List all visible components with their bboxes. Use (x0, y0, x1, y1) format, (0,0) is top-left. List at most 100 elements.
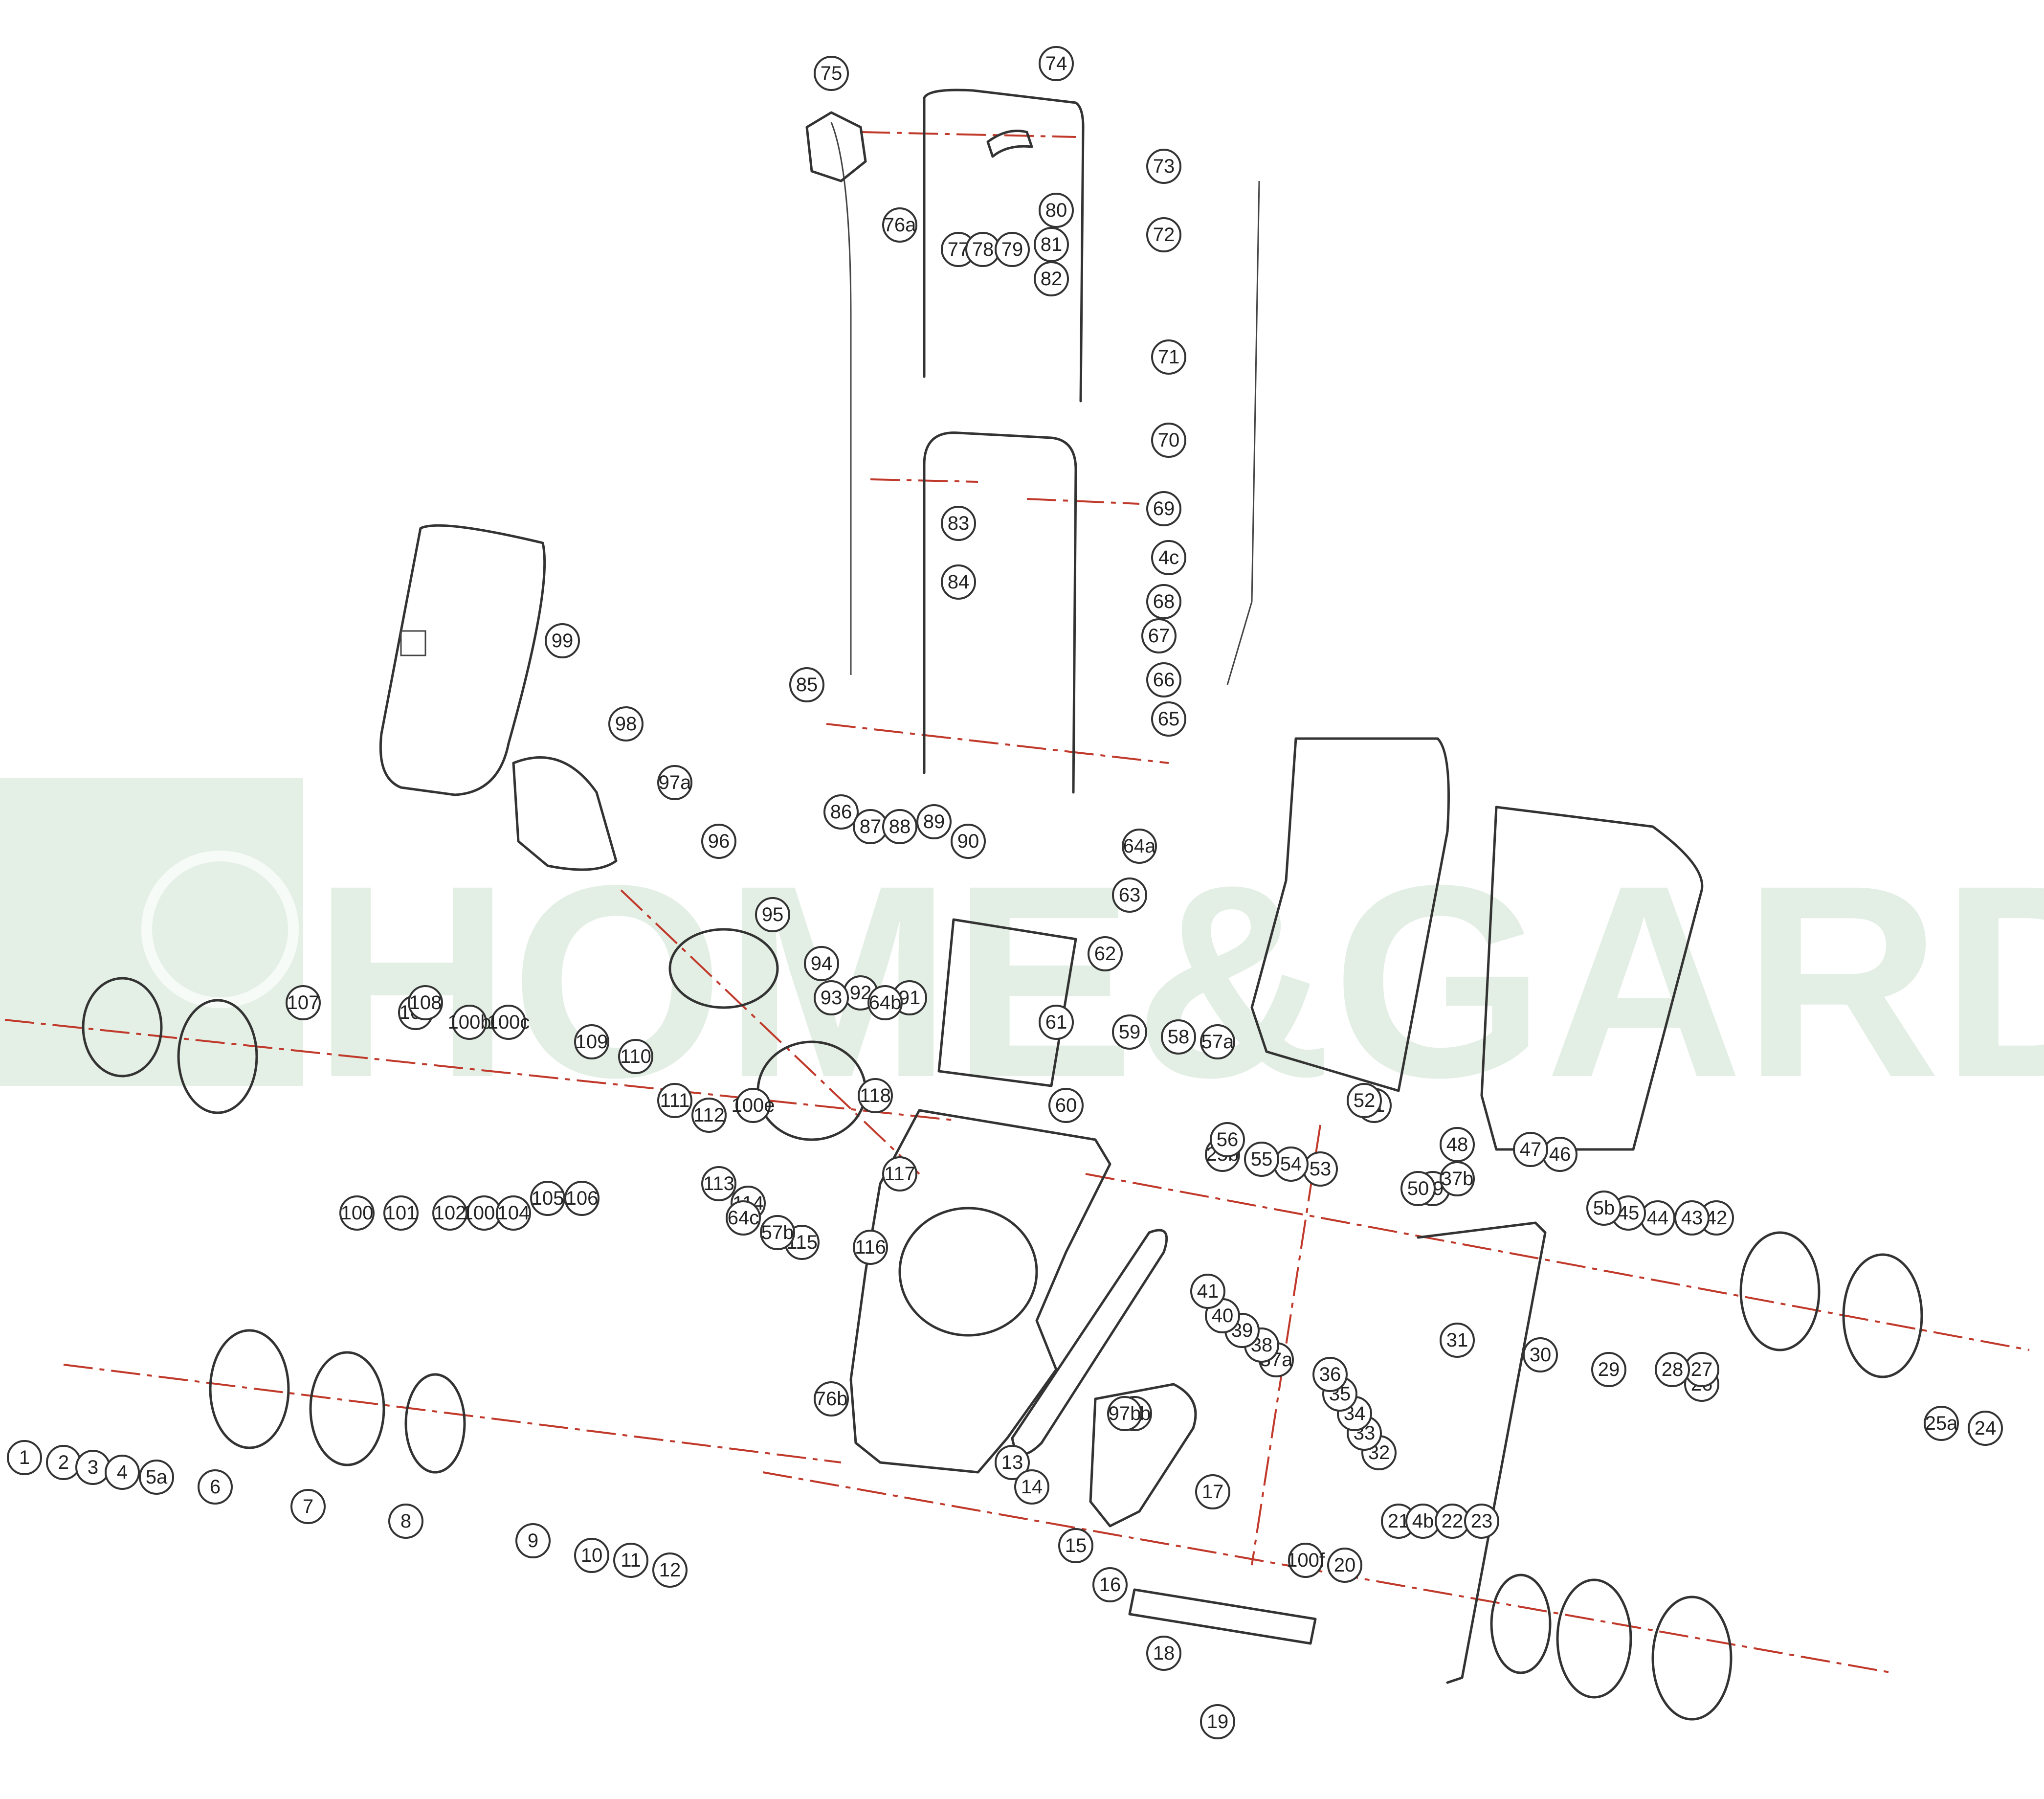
callout-circle (1312, 1357, 1348, 1392)
callout-106: 106 (564, 1181, 600, 1216)
callout-79: 79 (995, 232, 1030, 267)
callout-circle (789, 667, 824, 702)
callout-16: 16 (1092, 1567, 1128, 1602)
callout-circle (882, 1156, 917, 1192)
callout-circle (290, 1489, 326, 1524)
callout-7: 7 (290, 1489, 326, 1524)
callout-label: 89 (923, 811, 945, 832)
callout-85: 85 (789, 667, 824, 702)
callout-47: 47 (1513, 1132, 1548, 1167)
callout-52: 52 (1347, 1083, 1382, 1118)
callout-circle (995, 1445, 1030, 1480)
callout-62: 62 (1088, 936, 1123, 971)
callout-100c: 100c (488, 1005, 530, 1040)
callout-circle (1347, 1083, 1382, 1118)
callout-20: 20 (1327, 1548, 1362, 1583)
deck-body (849, 1109, 1111, 1474)
callout-label: 111 (660, 1090, 690, 1111)
callout-label: 30 (1530, 1344, 1552, 1366)
callout-label: 71 (1158, 346, 1180, 368)
callout-65: 65 (1151, 701, 1186, 737)
callout-circle (574, 1538, 609, 1573)
callout-57b: 57b (760, 1215, 795, 1250)
callout-circle (1190, 1274, 1225, 1309)
callout-95: 95 (755, 897, 790, 932)
callout-circle (1146, 1636, 1181, 1671)
callout-label: 44 (1647, 1207, 1669, 1229)
watermark-text: HOME&GARDEN (313, 828, 2044, 1134)
callout-circle (1146, 491, 1181, 526)
callout-label: 2 (58, 1452, 69, 1473)
axis-motor (620, 889, 920, 1175)
callout-76a: 76a (882, 207, 917, 243)
callout-circle (1440, 1161, 1475, 1196)
callout-label: 64c (728, 1207, 759, 1229)
wheel-tire-front-left-outer (82, 977, 163, 1078)
callout-label: 104 (497, 1202, 530, 1224)
callout-circle (1655, 1352, 1690, 1387)
callout-74: 74 (1039, 46, 1074, 81)
callout-circle (1146, 149, 1181, 184)
callout-67: 67 (1141, 618, 1177, 653)
callout-46: 46 (1542, 1137, 1577, 1172)
callout-99: 99 (545, 623, 580, 658)
callout-69: 69 (1146, 491, 1181, 526)
callout-circle (726, 1200, 761, 1236)
callout-circle (1591, 1352, 1626, 1387)
callout-circle (1200, 1024, 1235, 1059)
callout-44: 44 (1640, 1200, 1675, 1236)
callout-label: 83 (948, 513, 970, 534)
callout-label: 20 (1334, 1554, 1356, 1576)
callout-label: 5b (1593, 1197, 1615, 1219)
callout-circle (804, 946, 839, 981)
callout-4: 4 (105, 1455, 140, 1490)
callout-label: 36 (1319, 1364, 1341, 1385)
callout-96: 96 (701, 824, 736, 859)
callout-label: 55 (1251, 1148, 1273, 1170)
callout-100: 100 (339, 1195, 375, 1231)
callout-label: 1 (19, 1447, 30, 1468)
wheel-tire-front-right (1842, 1253, 1923, 1378)
callout-circle (105, 1455, 140, 1490)
rear-flap (937, 918, 1077, 1087)
grass-bag-right (1480, 806, 1704, 1151)
belt-cover (1089, 1383, 1197, 1528)
callout-label: 100e (732, 1095, 775, 1116)
callout-42: 42 (1699, 1200, 1734, 1236)
callout-label: 96 (708, 831, 730, 852)
callout-13: 13 (995, 1445, 1030, 1480)
callout-label: 102 (434, 1202, 467, 1224)
callout-circle (823, 794, 859, 830)
callout-label: 79 (1001, 239, 1023, 260)
callout-circle (853, 1230, 888, 1265)
callout-58: 58 (1161, 1019, 1196, 1055)
callout-label: 75 (821, 63, 843, 84)
callout-circle (388, 1504, 423, 1539)
callout-circle (1924, 1406, 1959, 1441)
callout-label: 37b (1441, 1168, 1474, 1190)
callout-label: 29 (1598, 1359, 1620, 1380)
callout-60: 60 (1048, 1088, 1084, 1123)
callout-label: 70 (1158, 429, 1180, 451)
callout-57a: 57a (1200, 1024, 1235, 1059)
callout-86: 86 (823, 794, 859, 830)
callout-label: 16 (1099, 1574, 1121, 1596)
callout-24: 24 (1968, 1411, 2003, 1446)
callout-label: 7 (303, 1496, 313, 1517)
callout-label: 105 (532, 1188, 564, 1209)
callout-66: 66 (1146, 662, 1181, 697)
axis-drive (1251, 1124, 1321, 1566)
rear-axle-rod (1417, 1221, 1547, 1684)
callout-56: 56 (1210, 1122, 1245, 1157)
wheel-tire-rear-right (1651, 1596, 1733, 1721)
callout-19: 19 (1200, 1704, 1235, 1739)
callout-53: 53 (1303, 1151, 1338, 1187)
callout-28: 28 (1655, 1352, 1690, 1387)
callout-label: 90 (957, 831, 979, 852)
callout-4c: 4c (1151, 540, 1186, 575)
callout-label: 18 (1153, 1642, 1175, 1664)
callout-label: 10 (581, 1545, 603, 1566)
callout-label: 6 (210, 1476, 221, 1498)
callout-circle (1112, 877, 1147, 913)
